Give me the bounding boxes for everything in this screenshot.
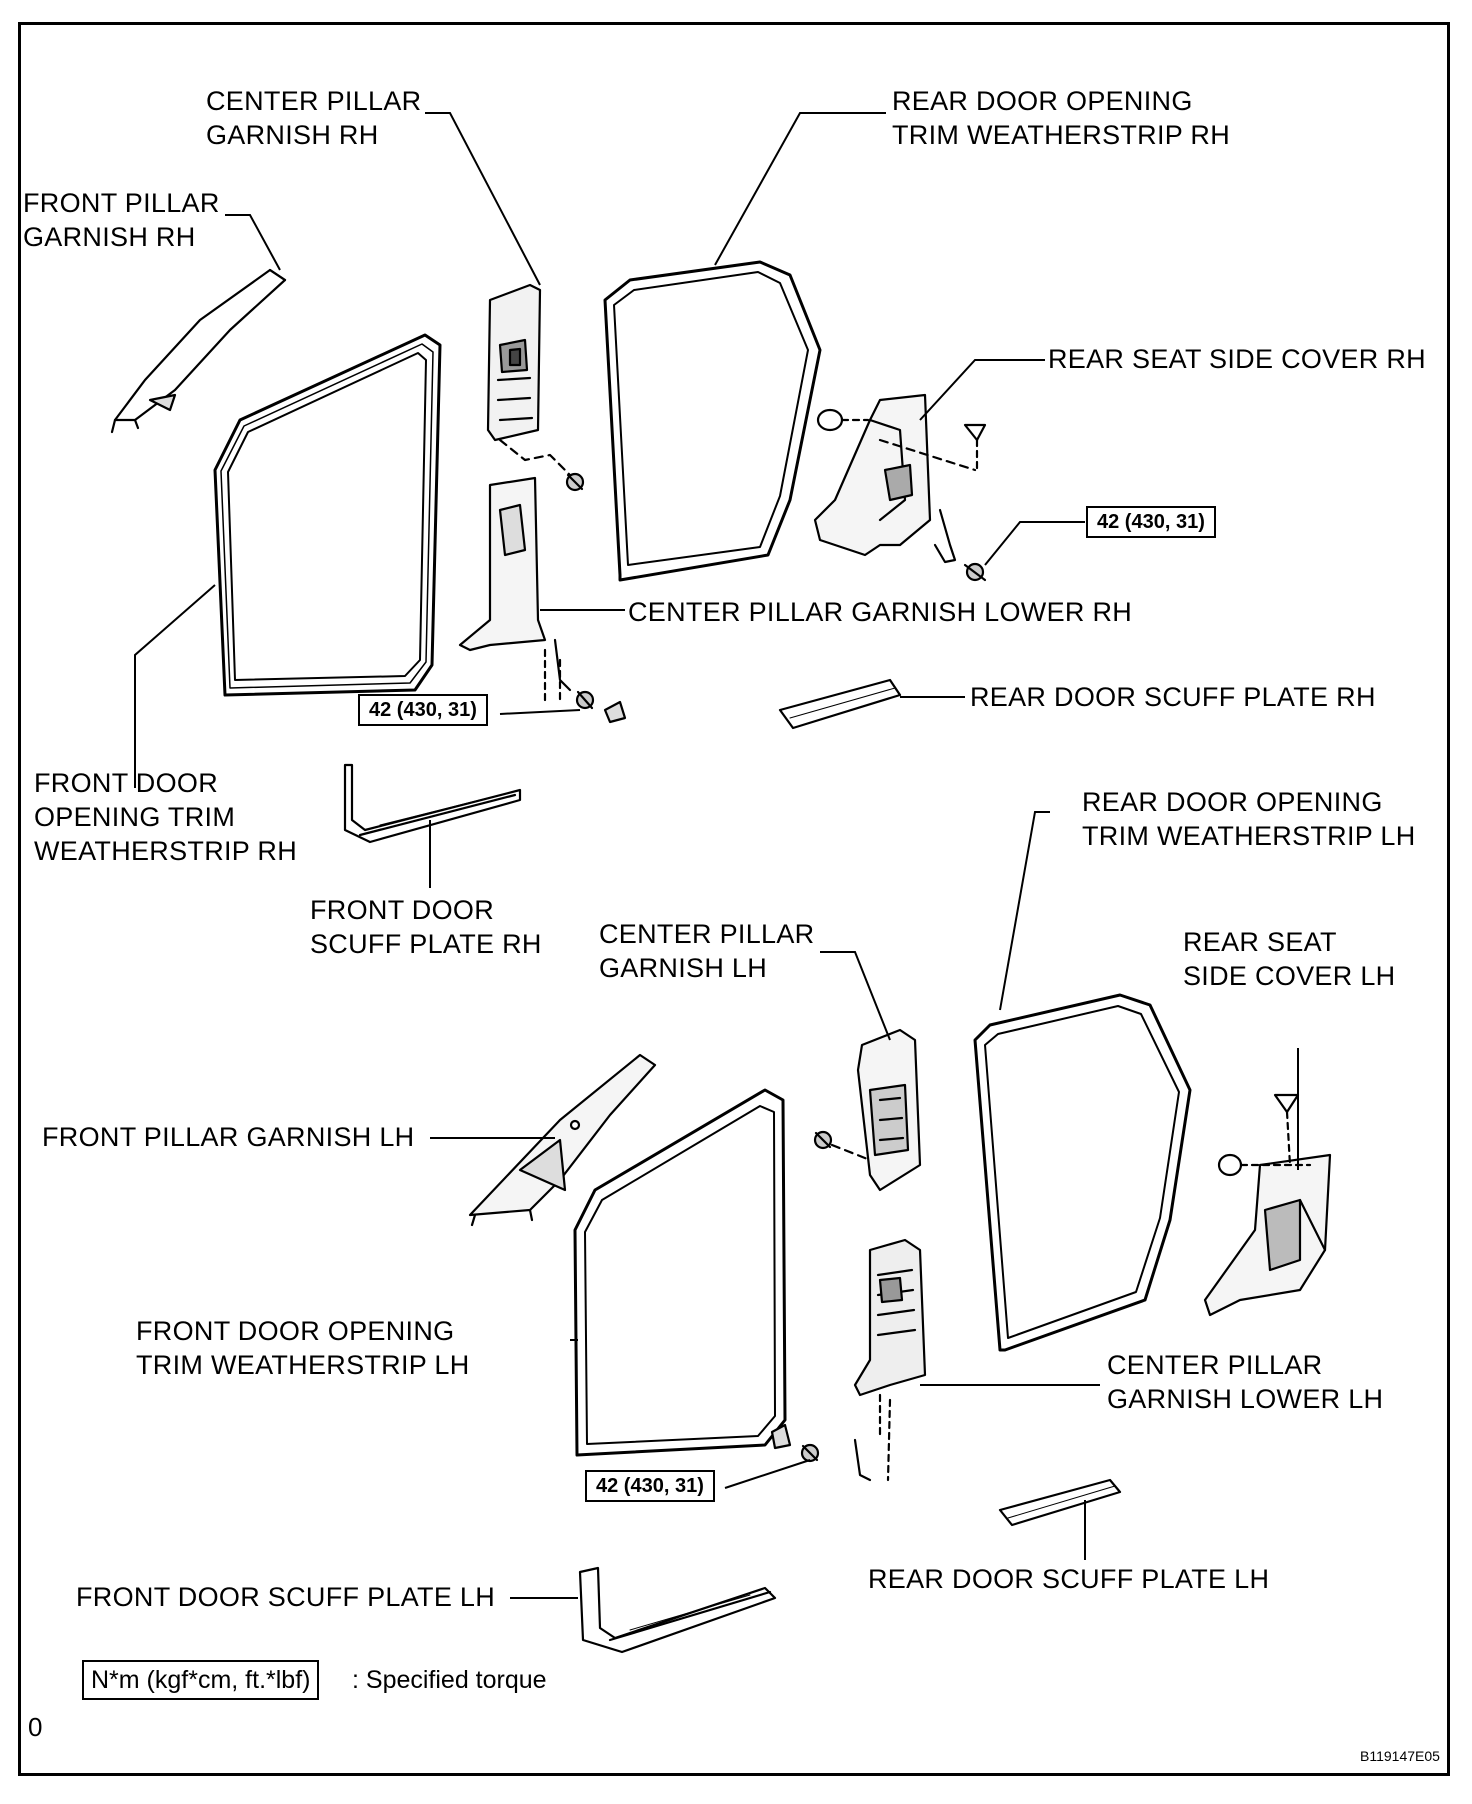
torque-spec-center-pillar-lower-lh: 42 (430, 31) [585, 1470, 715, 1502]
legend-torque-description: : Specified torque [352, 1666, 547, 1694]
clip-rh-1 [603, 700, 627, 724]
label-rear-seat-side-cover-rh: REAR SEAT SIDE COVER RH [1048, 344, 1426, 374]
label-center-pillar-garnish-lower-rh: CENTER PILLAR GARNISH LOWER RH [628, 597, 1133, 627]
rear-seat-side-cover-rh-part [813, 393, 957, 564]
front-pillar-garnish-lh-part [468, 1053, 657, 1227]
rear-seat-side-cover-lh-part [1203, 1153, 1332, 1317]
rear-door-weatherstrip-rh-part [603, 260, 822, 582]
label-rear-door-scuff-plate-rh: REAR DOOR SCUFF PLATE RH [970, 682, 1376, 712]
rear-door-scuff-plate-lh-part [998, 1478, 1122, 1527]
label-front-door-scuff-plate-lh: FRONT DOOR SCUFF PLATE LH [76, 1582, 496, 1612]
corner-mark: 0 [28, 1712, 43, 1742]
clip-lh-1 [770, 1423, 792, 1450]
bolt-rh-1 [565, 472, 585, 492]
front-pillar-garnish-rh-part [110, 268, 287, 434]
label-front-pillar-garnish-lh: FRONT PILLAR GARNISH LH [42, 1122, 415, 1152]
label-rear-door-scuff-plate-lh: REAR DOOR SCUFF PLATE LH [868, 1564, 1270, 1594]
rear-door-scuff-plate-rh-part [778, 678, 902, 730]
center-pillar-garnish-lower-rh-part [458, 476, 572, 702]
screw-rh [963, 423, 987, 472]
bolt-rh-3 [963, 562, 987, 582]
screw-lh [1273, 1093, 1300, 1167]
front-door-scuff-plate-rh-part [343, 763, 522, 844]
bolt-lh-2 [800, 1443, 820, 1463]
bolt-rh-2 [575, 690, 595, 710]
torque-spec-rear-seat-rh: 42 (430, 31) [1086, 506, 1216, 538]
diagram-frame [18, 22, 1450, 1776]
clip-rh-2 [816, 408, 870, 432]
rear-door-weatherstrip-lh-part [973, 993, 1192, 1352]
center-pillar-garnish-lh-part [856, 1028, 922, 1192]
torque-spec-center-pillar-lower-rh: 42 (430, 31) [358, 694, 488, 726]
legend-torque-units-box: N*m (kgf*cm, ft.*lbf) [82, 1660, 320, 1700]
figure-code: B119147E05 [1360, 1748, 1440, 1764]
center-pillar-garnish-rh-part [486, 283, 542, 442]
bolt-lh-1 [813, 1130, 833, 1150]
front-door-scuff-plate-lh-part [578, 1566, 777, 1654]
front-door-weatherstrip-lh-part [573, 1088, 787, 1457]
center-pillar-garnish-lower-lh-part [853, 1238, 927, 1482]
front-door-weatherstrip-rh-part [213, 333, 442, 697]
